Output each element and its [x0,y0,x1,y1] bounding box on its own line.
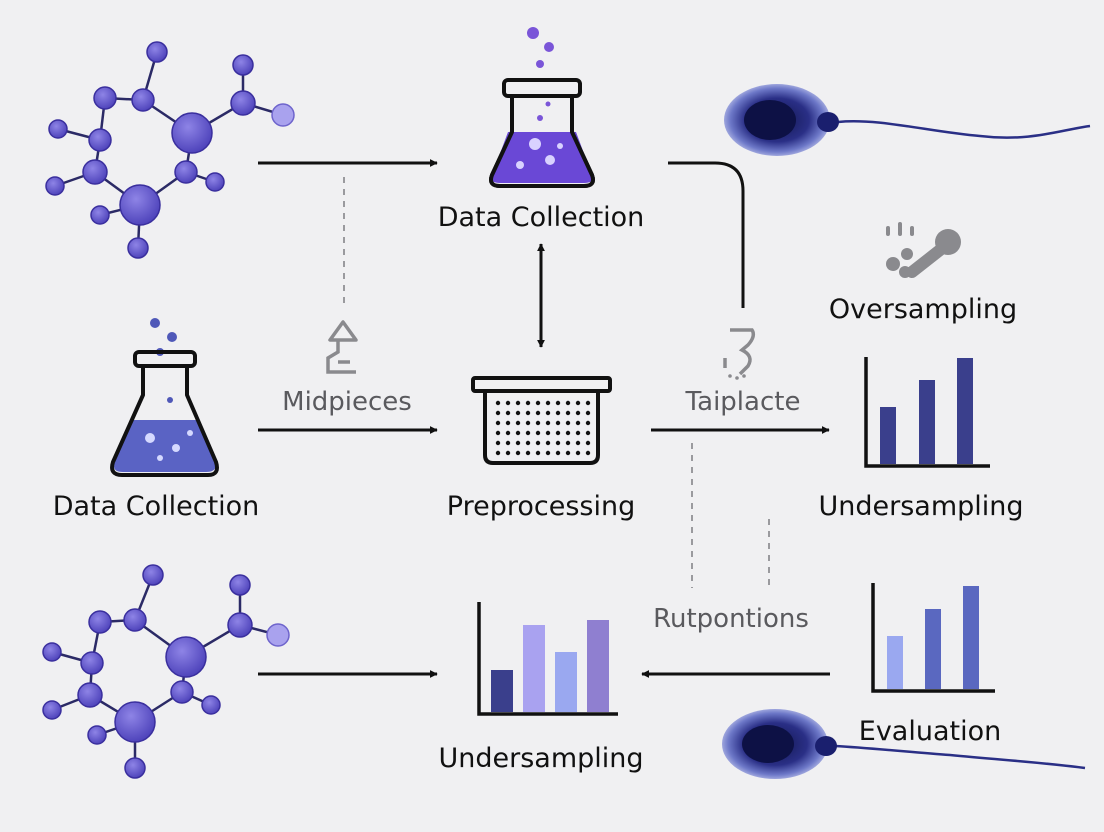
flask-icon [110,318,219,477]
basket-dot [515,420,521,426]
basket-dot [515,440,521,446]
basket-dot [545,450,551,456]
molecule-atoms [45,41,256,259]
basket-dot [555,420,561,426]
basket-dot [565,450,571,456]
connector-curve [668,161,745,308]
flask-icon [489,27,595,188]
basket-dot [505,420,511,426]
label-data-collection-left: Data Collection [52,491,260,522]
basket-dot [515,400,521,406]
basket-dot [575,440,581,446]
molecule-atoms [42,564,253,779]
label-midpieces: Midpieces [282,387,412,417]
basket-dot [495,440,501,446]
basket-dot [525,420,531,426]
dashed-connectors [343,177,770,588]
basket-dot [535,430,541,436]
basket-dot [565,440,571,446]
label-preprocessing: Preprocessing [446,491,636,522]
basket-dot [545,420,551,426]
basket-dot [525,430,531,436]
basket-dot [575,430,581,436]
basket-dot [495,450,501,456]
basket-dot [535,440,541,446]
basket-dot [535,420,541,426]
basket-dot [585,400,591,406]
basket-dot [585,440,591,446]
sperm-cell-icon [722,709,1086,779]
basket-dot [535,410,541,416]
shower-icon [723,328,756,380]
basket-dot [515,410,521,416]
basket-dot [565,400,571,406]
sperm-cell-icon [724,84,1091,156]
basket-dot [545,440,551,446]
label-evaluation: Evaluation [858,716,1002,747]
basket-dot [585,410,591,416]
arrows [258,159,830,678]
basket-dot [515,430,521,436]
basket-dot [505,450,511,456]
basket-dot [505,440,511,446]
basket-dot [535,450,541,456]
label-undersampling-bottom: Undersampling [438,743,644,774]
basket-dot [495,400,501,406]
basket-dot [575,410,581,416]
basket-dot [555,410,561,416]
basket-dot [555,400,561,406]
basket-dot [545,410,551,416]
molecule-icon [54,51,284,249]
basket-dot [525,410,531,416]
basket-dot [515,450,521,456]
bar-chart-icon [864,357,990,468]
basket-dot [525,400,531,406]
basket-dot [575,400,581,406]
basket-dot [495,420,501,426]
basket-dot [525,440,531,446]
funnel-icon [326,320,358,374]
basket-dot [545,430,551,436]
basket-dot [575,420,581,426]
basket-dot [505,430,511,436]
bar-chart-icon [871,583,995,693]
basket-dot [555,450,561,456]
basket-dot [505,400,511,406]
molecule-atom-light [266,623,290,647]
basket-dot [525,450,531,456]
basket-dot [585,430,591,436]
basket-dot [565,420,571,426]
basket-dot [585,420,591,426]
label-rutpontions: Rutpontions [653,604,809,634]
particles-icon [886,222,961,278]
sieve-basket-icon [471,376,612,465]
label-taiplacte: Taiplacte [685,387,801,417]
molecule-atom-light [271,103,295,127]
basket-dot [535,400,541,406]
label-data-collection-top: Data Collection [437,202,645,233]
label-undersampling-right: Undersampling [818,491,1024,522]
label-oversampling: Oversampling [828,294,1018,325]
basket-dot [585,450,591,456]
basket-dot [495,410,501,416]
basket-dot [565,410,571,416]
basket-dot [555,430,561,436]
basket-dot [505,410,511,416]
basket-dot [575,450,581,456]
basket-dot [495,430,501,436]
basket-dot [545,400,551,406]
bar-chart-icon [477,602,618,716]
basket-dot [565,430,571,436]
basket-dot [555,440,561,446]
